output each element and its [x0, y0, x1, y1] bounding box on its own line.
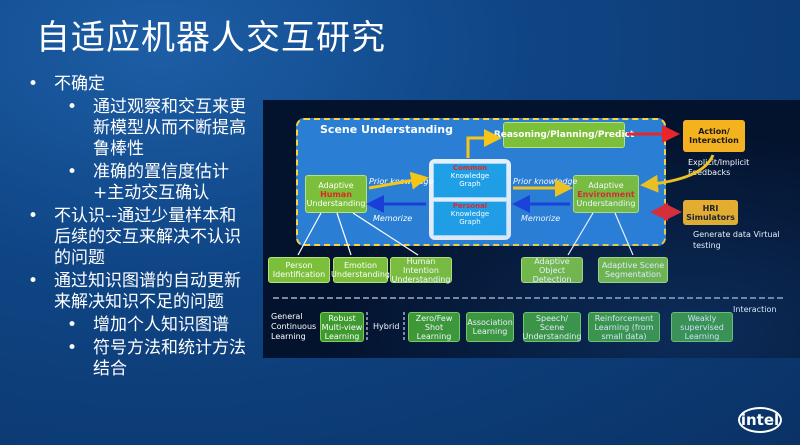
- prior-knowledge-right: Prior knowledge: [513, 177, 578, 186]
- human-intention-box: Human Intention Understanding: [390, 256, 452, 284]
- adaptive-env-line1: Adaptive: [588, 180, 624, 190]
- common-kg-line1: Common: [452, 164, 488, 172]
- common-knowledge-graph: Common Knowledge Graph: [433, 163, 507, 198]
- common-kg-line2: Knowledge: [450, 172, 490, 180]
- bullet-item: 准确的置信度估计+主动交互确认: [28, 162, 253, 204]
- adaptive-env-line3: Understanding: [576, 198, 636, 208]
- generate-data-label: Generate data Virtual testing: [693, 230, 780, 250]
- memorize-right: Memorize: [521, 214, 561, 223]
- reasoning-box: Reasoning/Planning/Predict: [494, 122, 634, 148]
- personal-kg-line3: Graph: [459, 218, 481, 226]
- bullet-item: 不认识--通过少量样本和后续的交互来解决不认识的问题: [28, 206, 253, 269]
- action-interaction-box: Action/ Interaction: [683, 120, 745, 152]
- adaptive-human-line3: Understanding: [306, 198, 366, 208]
- object-detection-box: Adaptive Object Detection: [521, 257, 583, 284]
- adaptive-human-line2: Human: [320, 189, 352, 199]
- person-identification-box: Person Identification: [268, 257, 330, 283]
- diagram-arrows: [273, 125, 783, 342]
- scene-segmentation-box: Adaptive Scene Segmentation: [598, 257, 668, 283]
- personal-knowledge-graph: Personal Knowledge Graph: [433, 201, 507, 236]
- hri-simulators-box: HRI Simulators: [683, 200, 738, 225]
- bullet-item: 通过观察和交互来更新模型从而不断提高鲁棒性: [28, 97, 253, 160]
- robust-learning-box: Robust Multi-view Learning: [320, 312, 364, 342]
- arrow-feedback: [640, 154, 715, 193]
- knowledge-graph-container: Common Knowledge Graph Personal Knowledg…: [429, 159, 511, 240]
- bullet-item: 符号方法和统计方法结合: [28, 338, 253, 380]
- hybrid-label: Hybrid: [373, 322, 400, 331]
- personal-kg-line1: Personal: [452, 202, 488, 210]
- adaptive-human-line1: Adaptive: [318, 180, 354, 190]
- interaction-label: Interaction: [733, 305, 777, 314]
- reinforcement-learning-box: Reinforcement Learning (from small data): [588, 312, 660, 342]
- adaptive-env-line2: Environment: [577, 189, 635, 199]
- intel-logo: intel: [738, 407, 782, 433]
- arrow-prior-left: [368, 171, 429, 190]
- emotion-understanding-box: Emotion Understanding: [331, 257, 390, 283]
- weakly-supervised-box: Weakly supervised Learning: [671, 312, 733, 342]
- bullet-item: 通过知识图谱的自动更新来解决知识不足的问题: [28, 271, 253, 313]
- hri-label: HRI Simulators: [686, 203, 735, 222]
- arrow-kg-reasoning: [466, 129, 502, 158]
- scene-understanding-title: Scene Understanding: [320, 123, 453, 136]
- speech-scene-box: Speech/ Scene Understanding: [522, 312, 582, 342]
- memorize-left: Memorize: [373, 214, 413, 223]
- zero-few-shot-box: Zero/Few Shot Learning: [408, 312, 460, 342]
- action-label: Action/ Interaction: [689, 127, 739, 145]
- common-kg-line3: Graph: [459, 180, 481, 188]
- adaptive-environment-box: Adaptive Environment Understanding: [573, 175, 639, 213]
- feedback-label: Explicit/Implicit Feedbacks: [688, 158, 750, 177]
- association-learning-box: Association Learning: [466, 312, 514, 342]
- slide-title: 自适应机器人交互研究: [36, 18, 386, 58]
- bullet-list: 不确定通过观察和交互来更新模型从而不断提高鲁棒性准确的置信度估计+主动交互确认不…: [28, 74, 253, 382]
- bullet-item: 不确定: [28, 74, 253, 95]
- robot-interaction-diagram: Scene Understanding Reasoning/Planning/P…: [263, 100, 800, 358]
- general-learning-label: General Continuous Learning: [271, 312, 317, 341]
- personal-kg-line2: Knowledge: [450, 210, 490, 218]
- bullet-item: 增加个人知识图谱: [28, 315, 253, 336]
- adaptive-human-box: Adaptive Human Understanding: [305, 175, 367, 213]
